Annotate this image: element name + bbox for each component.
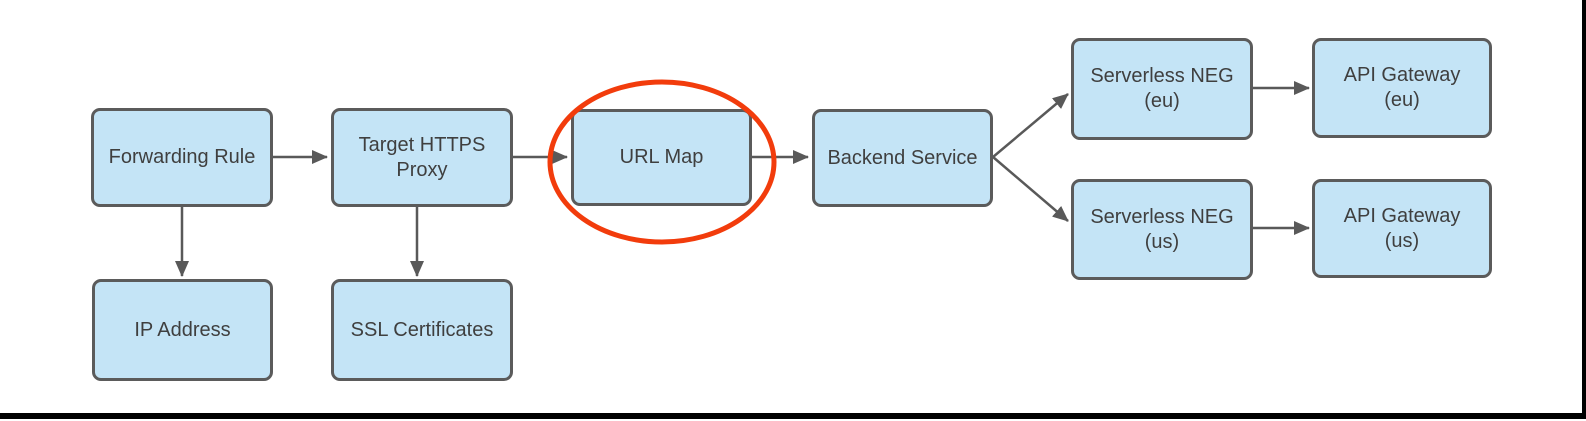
node-url-map: URL Map [571, 109, 752, 206]
frame-bottom-border [0, 413, 1586, 419]
node-backend-service-label: Backend Service [827, 146, 978, 169]
edge-backend-service-serverless-neg-eu [992, 93, 1069, 158]
node-url-map-label: URL Map [619, 146, 704, 168]
node-api-gateway-eu: API Gateway (eu) [1312, 38, 1492, 138]
node-serverless-neg-eu: Serverless NEG (eu) [1071, 38, 1253, 140]
node-ssl-certificates-label: SSL Certificates [350, 318, 494, 341]
node-ip-address-label: IP Address [134, 318, 231, 341]
node-ssl-certificates: SSL Certificates [331, 279, 513, 381]
node-ip-address: IP Address [92, 279, 273, 381]
frame-right-border [1582, 0, 1586, 419]
node-serverless-neg-us: Serverless NEG (us) [1071, 179, 1253, 280]
node-backend-service: Backend Service [812, 109, 993, 207]
edge-backend-service-serverless-neg-us [992, 156, 1069, 222]
node-serverless-neg-eu-label: Serverless NEG (eu) [1090, 65, 1234, 112]
node-api-gateway-us: API Gateway (us) [1312, 179, 1492, 278]
node-forwarding-rule-label: Forwarding Rule [108, 146, 256, 168]
node-serverless-neg-us-label: Serverless NEG (us) [1090, 205, 1234, 253]
node-target-https-proxy: Target HTTPS Proxy [331, 108, 513, 207]
node-api-gateway-eu-label: API Gateway (eu) [1343, 64, 1461, 111]
node-target-https-proxy-label: Target HTTPS Proxy [358, 133, 486, 181]
node-forwarding-rule: Forwarding Rule [91, 108, 273, 207]
node-api-gateway-us-label: API Gateway (us) [1343, 204, 1461, 252]
